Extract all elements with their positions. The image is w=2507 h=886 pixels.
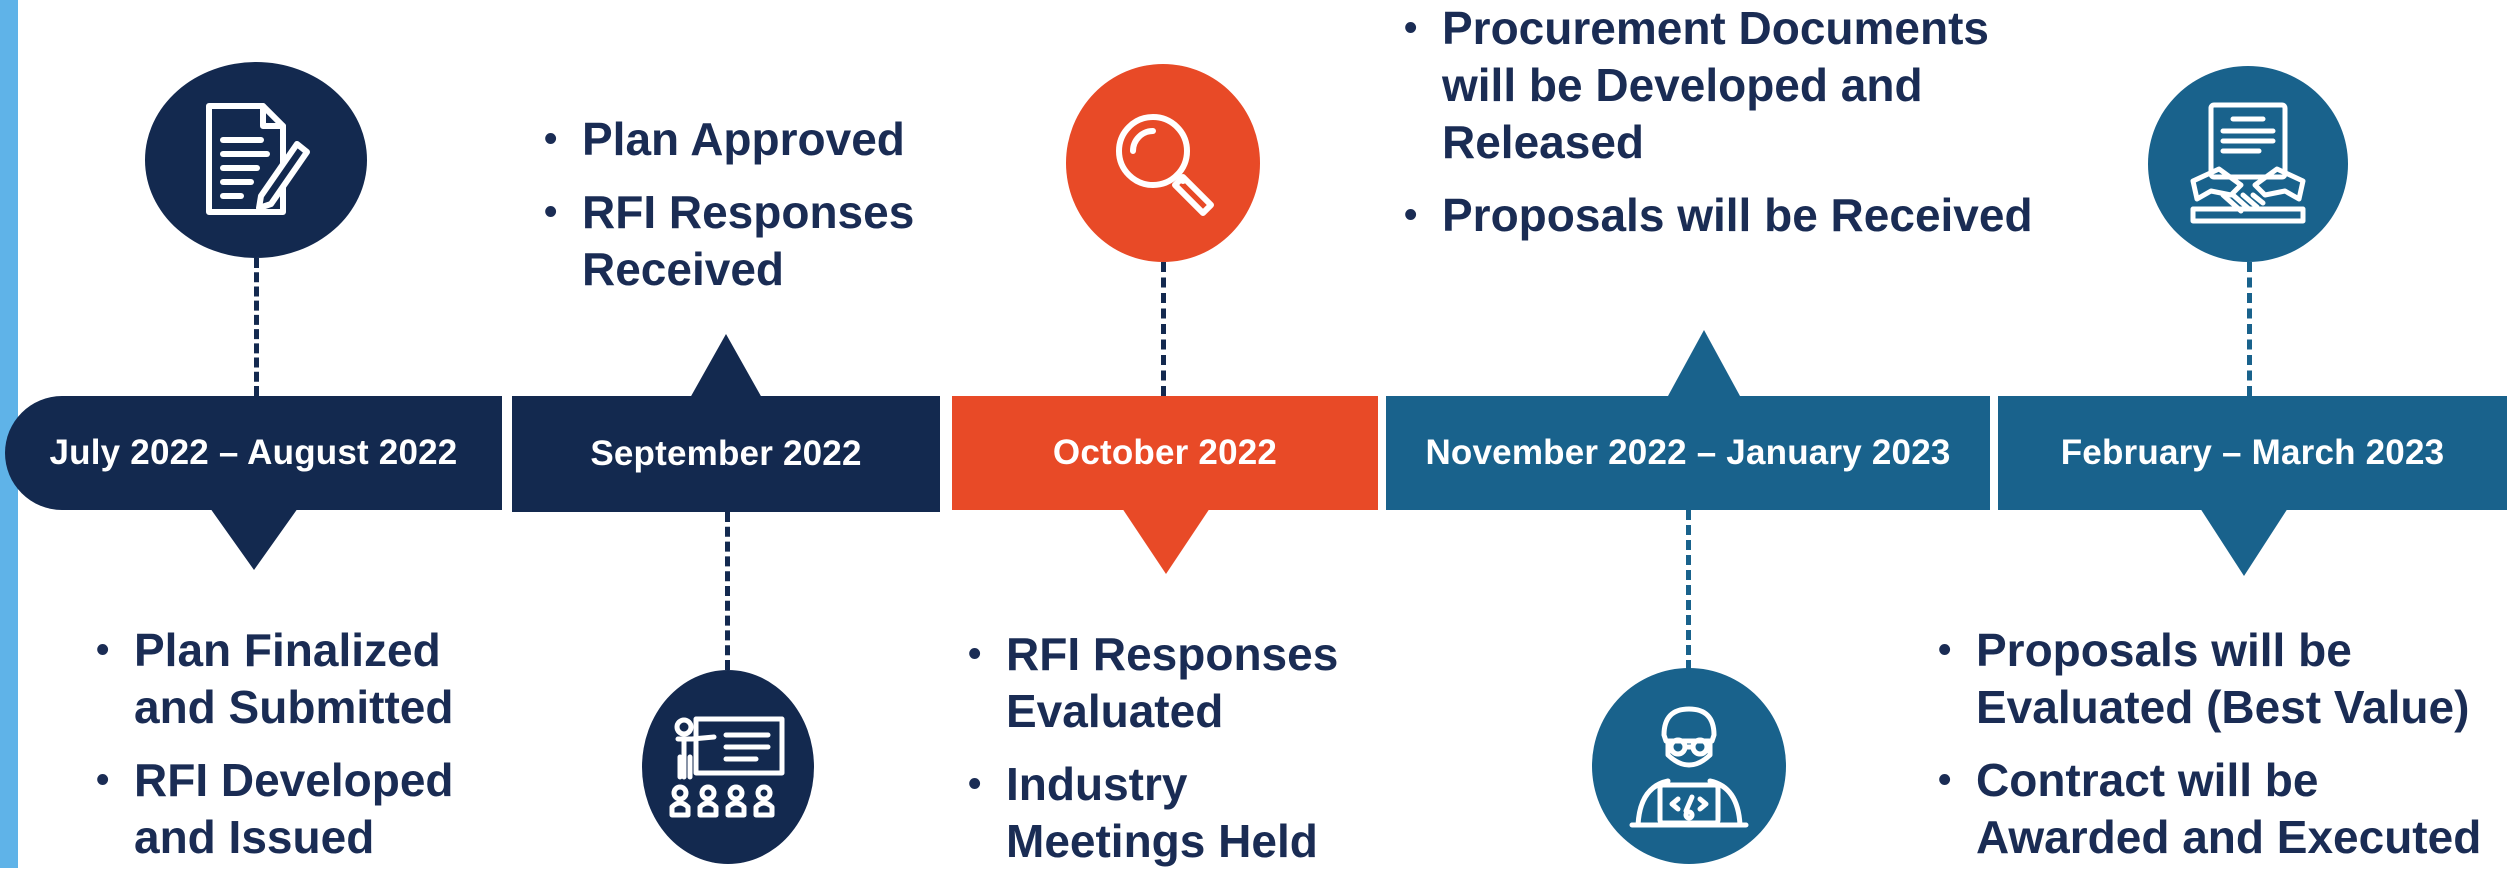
bullet-item: RFI Responses Received [544,184,964,298]
presentation-icon [669,716,785,818]
bullet-item: Proposals will be Evaluated (Best Value) [1938,622,2507,736]
bullet-item: Industry Meetings Held [968,756,1388,870]
contract-handshake-icon [2190,102,2306,224]
bullet-item: Procurement Documents will be Developed … [1404,0,2044,171]
bullet-item: Contract will be Awarded and Executed [1938,752,2507,866]
phase-bar-2: September 2022 [512,396,940,512]
bullet-item: Plan Approved [544,111,964,168]
phase-pointer-1 [210,508,298,570]
phase-pointer-3 [1122,508,1210,574]
phase-bullets-2: Plan Approved RFI Responses Received [544,111,964,314]
phase-label-4: November 2022 – January 2023 [1425,433,1951,472]
phase-icon-circle-3 [1066,64,1260,262]
phase-pointer-2 [690,334,762,398]
phase-bar-4: November 2022 – January 2023 [1386,396,1990,510]
connector-line-1 [254,258,259,396]
phase-bullets-5: Proposals will be Evaluated (Best Value)… [1938,622,2507,882]
phase-pointer-5 [2200,508,2288,576]
developer-icon [1629,706,1749,828]
phase-label-5: February – March 2023 [2060,433,2445,472]
connector-line-5 [2247,262,2252,396]
bullet-item: RFI Developed and Issued [96,752,496,866]
phase-bullets-1: Plan Finalized and Submitted RFI Develop… [96,622,496,882]
connector-line-3 [1161,262,1166,396]
bullet-item: Plan Finalized and Submitted [96,622,496,736]
phase-icon-circle-2 [642,670,814,864]
phase-label-1: July 2022 – August 2022 [49,433,458,472]
connector-line-2 [725,512,730,670]
phase-bar-5: February – March 2023 [1998,396,2507,510]
phase-bullets-4: Procurement Documents will be Developed … [1404,0,2044,260]
phase-icon-circle-1 [145,62,367,258]
phase-bar-3: October 2022 [952,396,1378,510]
phase-icon-circle-5 [2148,66,2348,262]
phase-pointer-4 [1668,330,1740,396]
phase-label-2: September 2022 [590,434,862,473]
phase-label-3: October 2022 [1052,433,1278,472]
phase-icon-circle-4 [1592,668,1786,864]
phase-bullets-3: RFI Responses Evaluated Industry Meeting… [968,626,1388,886]
connector-line-4 [1686,510,1691,670]
bullet-item: Proposals will be Received [1404,187,2044,244]
document-edit-icon [206,103,310,215]
bullet-item: RFI Responses Evaluated [968,626,1388,740]
magnifier-icon [1116,114,1214,216]
phase-bar-1: July 2022 – August 2022 [5,396,502,510]
